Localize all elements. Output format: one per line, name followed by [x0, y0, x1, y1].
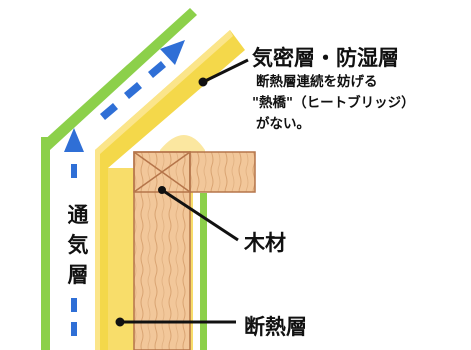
airtight-layer-highlight: [95, 30, 233, 350]
ventilation-layer-label: 通 気 層: [66, 200, 90, 290]
vent-dash-diag: [148, 61, 166, 78]
airtight-desc-line-1: 断熱層連続を妨げる: [256, 74, 378, 90]
vent-dash: [71, 322, 77, 336]
insulation-label: 断熱層: [244, 315, 307, 339]
wood-beam: [189, 151, 256, 193]
airtight-layer-label: 気密層・防湿層: [252, 46, 399, 70]
wood-cross-b: [133, 151, 191, 193]
vent-dash-diag: [100, 103, 118, 120]
leader-wood: [161, 188, 239, 242]
arrow-diagonal-icon: [160, 40, 185, 65]
vent-dash: [71, 164, 77, 178]
vent-char-3: 層: [67, 263, 89, 287]
outer-board-wall: [41, 137, 50, 350]
outer-board-roof: [41, 8, 197, 150]
ventilation-arrows: [64, 40, 185, 336]
arrow-up-icon: [64, 128, 84, 152]
leader-lines: [115, 58, 249, 327]
outer-board: [41, 8, 197, 350]
vent-char-2: 気: [67, 233, 89, 257]
inner-board: [200, 193, 207, 350]
airtight-layer: [95, 30, 245, 350]
leader-airtight: [202, 58, 249, 84]
airtight-desc-line-2: "熱橋"（ヒートブリッジ）: [252, 95, 415, 111]
vent-char-1: 通: [67, 203, 89, 227]
vent-dash: [71, 298, 77, 312]
wood-label: 木材: [244, 231, 286, 255]
wood-member: [133, 151, 256, 350]
wood-post: [133, 151, 191, 350]
airtight-desc-line-3: がない。: [256, 116, 310, 132]
vent-dash-diag: [124, 82, 142, 99]
